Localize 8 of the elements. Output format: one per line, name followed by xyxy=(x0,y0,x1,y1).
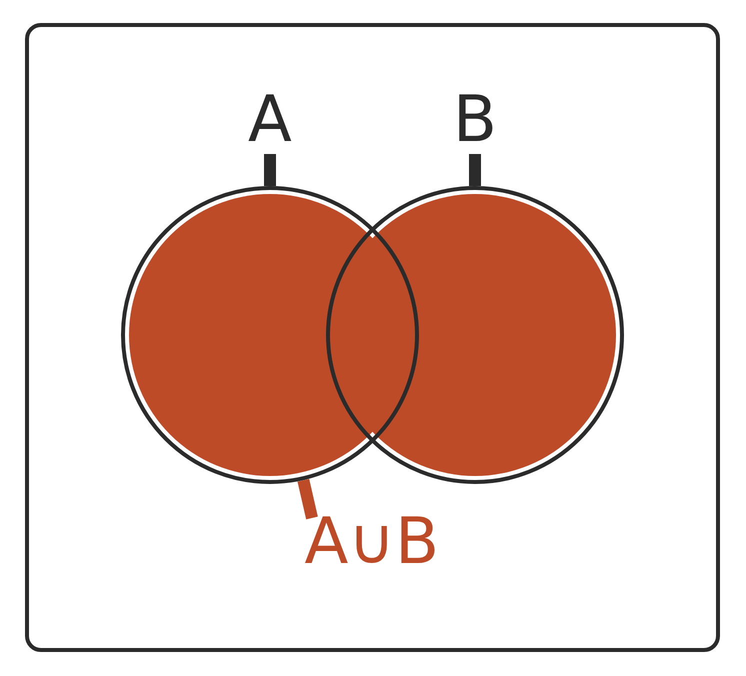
set-label: A∪B xyxy=(304,510,440,574)
set-circle xyxy=(324,184,626,486)
leader-line xyxy=(264,154,276,186)
leader-line xyxy=(469,154,481,186)
leader-line xyxy=(297,478,318,520)
set-label: B xyxy=(453,88,497,152)
set-circle xyxy=(119,184,421,486)
set-label: A xyxy=(248,88,292,152)
